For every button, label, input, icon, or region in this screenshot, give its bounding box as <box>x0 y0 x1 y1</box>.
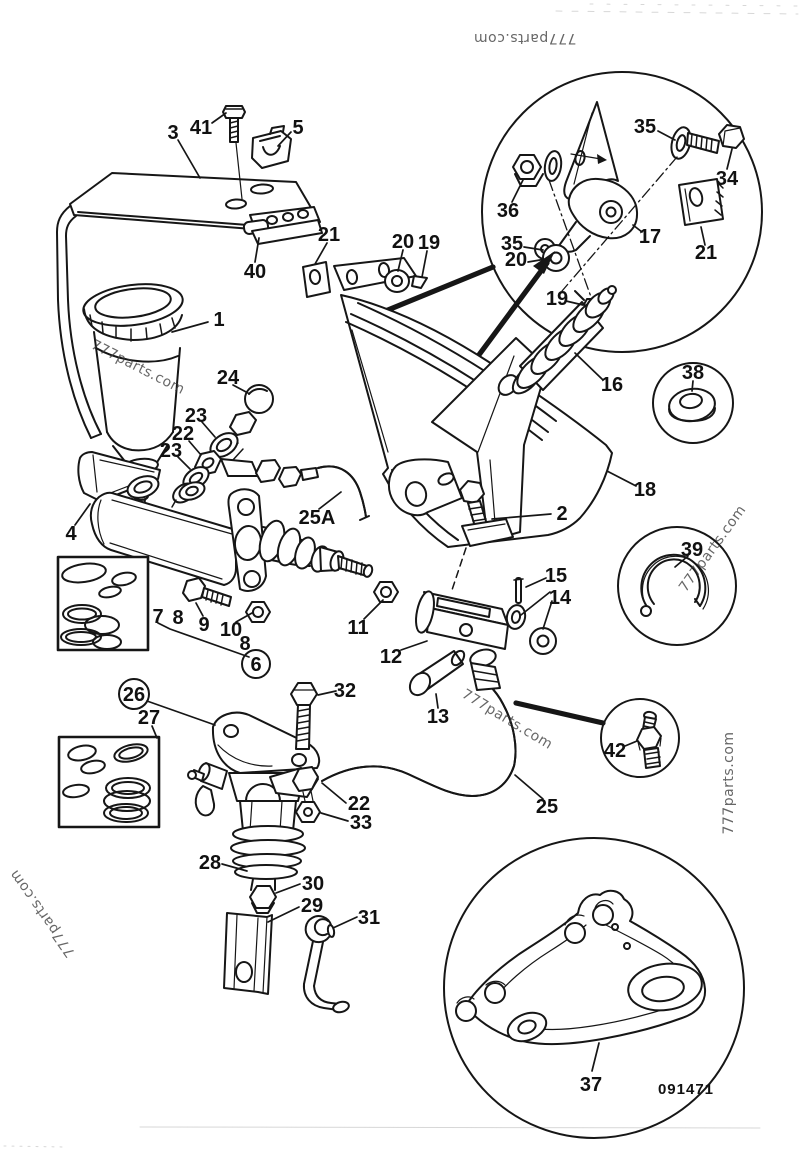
part-label-12: 12 <box>380 646 402 668</box>
leader-lines <box>74 112 733 1072</box>
part-label-21: 21 <box>695 242 717 264</box>
watermark-2: 777parts.com <box>459 686 556 753</box>
part-label-24: 24 <box>217 367 240 389</box>
bolt-9 <box>182 577 232 607</box>
part-label-22: 22 <box>172 423 194 445</box>
part-label-23: 23 <box>160 440 182 462</box>
part-label-8: 8 <box>172 607 183 629</box>
part-label-34: 34 <box>716 168 739 190</box>
part-label-25: 25 <box>536 796 558 818</box>
watermark-5: 777parts.com <box>7 866 79 960</box>
part-label-28: 28 <box>199 852 221 874</box>
part-label-37: 37 <box>580 1074 602 1096</box>
part-label-29: 29 <box>301 895 323 917</box>
part-label-26: 26 <box>123 684 145 706</box>
part-label-13: 13 <box>427 706 449 728</box>
part-label-14: 14 <box>549 587 572 609</box>
bolt-41 <box>222 105 246 200</box>
hinge-40 <box>242 206 323 245</box>
part-label-4: 4 <box>65 523 77 545</box>
part-label-36: 36 <box>497 200 519 222</box>
part-label-23: 23 <box>185 405 207 427</box>
part-label-6: 6 <box>250 654 261 676</box>
label-circle-6 <box>241 649 271 679</box>
detail-circle-pivot <box>481 71 763 353</box>
master-cylinder <box>89 475 374 592</box>
pedal-arm-16 <box>431 285 617 542</box>
detail-circle-37 <box>443 837 745 1139</box>
plate-21-right <box>678 178 724 226</box>
slave-cylinder <box>211 711 321 891</box>
part-label-5: 5 <box>292 117 303 139</box>
part-label-31: 31 <box>358 907 380 929</box>
mount-bracket-21-20-19 <box>302 257 428 298</box>
part-label-35: 35 <box>501 233 523 255</box>
detail-circle-38 <box>652 362 734 444</box>
part-label-19: 19 <box>418 232 440 254</box>
part-label-35: 35 <box>634 116 656 138</box>
part-label-32: 32 <box>334 680 356 702</box>
part-label-1: 1 <box>213 309 224 331</box>
part-label-30: 30 <box>302 873 324 895</box>
part-label-20: 20 <box>392 231 414 253</box>
nut-36 <box>512 154 544 187</box>
drawing-code: 091471 <box>658 1081 714 1098</box>
part-label-25A: 25A <box>299 507 336 529</box>
label-circle-26 <box>118 678 150 710</box>
pin-13 <box>408 649 466 697</box>
part-label-22: 22 <box>348 793 370 815</box>
pushrod-28-30-29 <box>223 885 277 995</box>
watermark-4: 777parts.com <box>721 731 737 834</box>
washer-35-left <box>543 150 563 182</box>
banjo-bolt-24 <box>221 384 274 462</box>
seal-kit-7 <box>56 555 150 652</box>
part-label-2: 2 <box>556 503 567 525</box>
part-label-18: 18 <box>634 479 656 501</box>
wedge-4 <box>77 451 161 502</box>
part-label-41: 41 <box>190 117 212 139</box>
part-label-27: 27 <box>138 707 160 729</box>
nut-11 <box>373 581 399 603</box>
clevis-12 <box>415 590 509 650</box>
part-label-10: 10 <box>220 619 242 641</box>
part-label-19: 19 <box>546 288 568 310</box>
anchor-plate-bolt-2 <box>388 458 514 591</box>
part-label-21: 21 <box>318 224 340 246</box>
part-label-39: 39 <box>681 539 703 561</box>
part-label-9: 9 <box>198 614 209 636</box>
banjo-22-33 <box>269 766 321 823</box>
part-label-3: 3 <box>167 122 178 144</box>
crank-31 <box>302 915 350 1014</box>
seal-kit-27 <box>57 735 161 829</box>
part-label-15: 15 <box>545 565 567 587</box>
nut-10 <box>245 601 271 623</box>
bolt-32 <box>290 682 318 750</box>
part-label-17: 17 <box>639 226 661 248</box>
watermark-0: 777parts.com <box>473 30 576 46</box>
washers-14 <box>505 604 557 655</box>
hose-25A <box>317 465 370 521</box>
part-label-20: 20 <box>505 249 527 271</box>
hose-25 <box>321 648 517 797</box>
part-label-38: 38 <box>682 362 704 384</box>
part-label-11: 11 <box>347 617 368 639</box>
detail-circle-42 <box>600 698 680 778</box>
release-lever <box>187 762 228 817</box>
bolt-34 <box>670 124 745 160</box>
watermark-1: 777parts.com <box>88 337 187 398</box>
part-label-42: 42 <box>604 740 626 762</box>
fittings-23-22-23 <box>171 432 319 508</box>
pin-15 <box>513 577 524 604</box>
detail-circle-39 <box>617 526 737 646</box>
part-label-33: 33 <box>350 812 372 834</box>
part-label-16: 16 <box>601 374 623 396</box>
part-label-7: 7 <box>152 606 163 628</box>
part-label-40: 40 <box>244 261 266 283</box>
scan-artifacts <box>3 3 799 1148</box>
clip-5 <box>251 125 292 169</box>
part-label-8: 8 <box>239 633 250 655</box>
